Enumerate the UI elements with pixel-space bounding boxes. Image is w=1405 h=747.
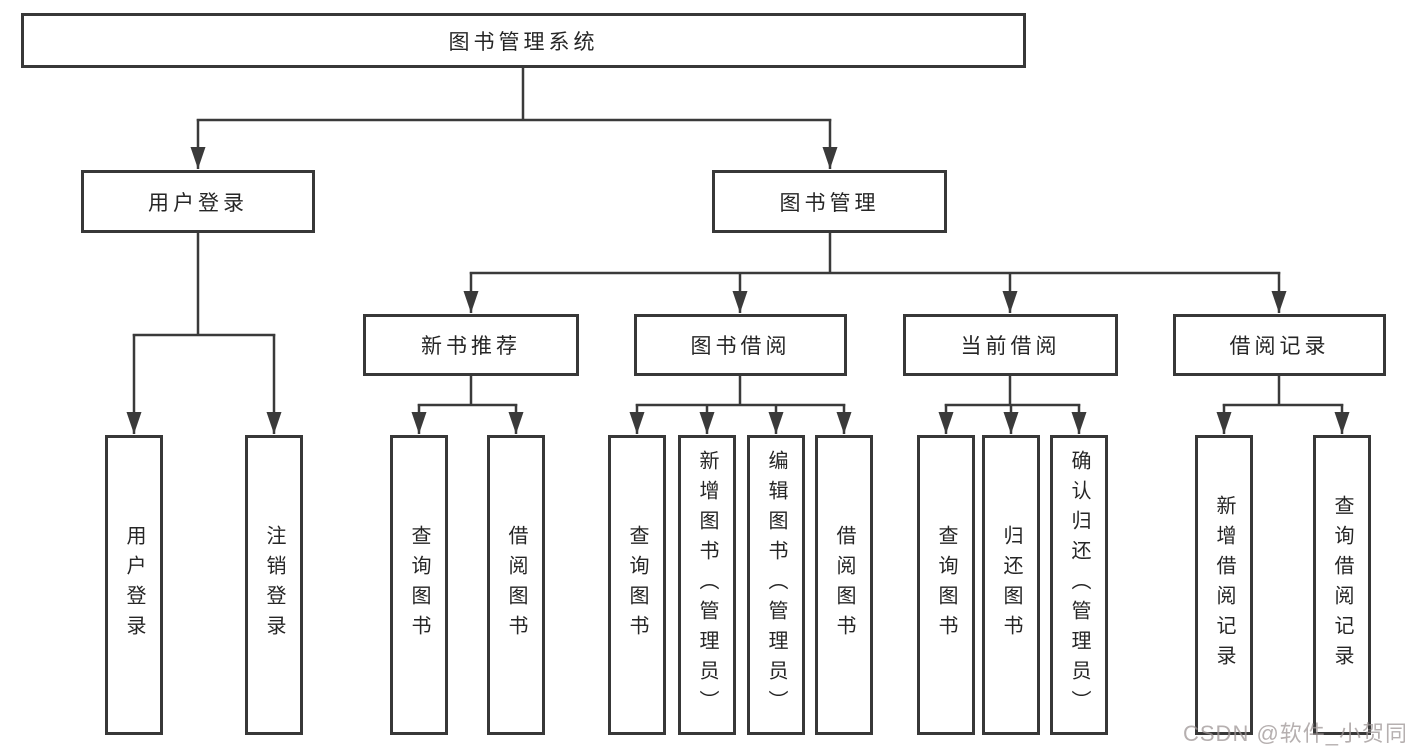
- node-label: 图书借阅: [690, 335, 791, 358]
- leaf-query-books-recommend: 查询图书: [390, 435, 448, 735]
- leaf-label: 借阅图书: [833, 525, 855, 645]
- node-book-management: 图书管理: [712, 170, 947, 233]
- node-user-login: 用户登录: [81, 170, 315, 233]
- leaf-label: 确认归还（管理员）: [1068, 450, 1090, 720]
- leaf-add-borrow-record: 新增借阅记录: [1195, 435, 1253, 735]
- leaf-label: 归还图书: [1000, 525, 1022, 645]
- leaf-query-borrow-record: 查询借阅记录: [1313, 435, 1371, 735]
- leaf-edit-books-admin: 编辑图书（管理员）: [747, 435, 805, 735]
- leaf-label: 查询借阅记录: [1331, 495, 1353, 675]
- leaf-query-books-current: 查询图书: [917, 435, 975, 735]
- leaf-confirm-return-admin: 确认归还（管理员）: [1050, 435, 1108, 735]
- leaf-return-books: 归还图书: [982, 435, 1040, 735]
- node-label: 图书管理系统: [448, 30, 599, 54]
- leaf-borrow-books-recommend: 借阅图书: [487, 435, 545, 735]
- node-label: 当前借阅: [960, 335, 1061, 358]
- node-borrow-record: 借阅记录: [1173, 314, 1386, 376]
- node-book-borrow: 图书借阅: [634, 314, 847, 376]
- node-current-borrow: 当前借阅: [903, 314, 1118, 376]
- leaf-label: 注销登录: [263, 525, 285, 645]
- leaf-user-login: 用户登录: [105, 435, 163, 735]
- node-label: 新书推荐: [421, 335, 521, 358]
- leaf-label: 编辑图书（管理员）: [765, 450, 787, 720]
- leaf-logout-login: 注销登录: [245, 435, 303, 735]
- node-label: 借阅记录: [1229, 335, 1330, 358]
- node-library-management-system: 图书管理系统: [21, 13, 1026, 68]
- node-label: 用户登录: [148, 191, 248, 215]
- leaf-label: 查询图书: [626, 525, 648, 645]
- leaf-label: 新增借阅记录: [1213, 495, 1235, 675]
- csdn-watermark: CSDN @软件_小贺同学: [1183, 721, 1405, 746]
- leaf-query-books-borrow: 查询图书: [608, 435, 666, 735]
- node-new-book-recommend: 新书推荐: [363, 314, 579, 376]
- leaf-borrow-books: 借阅图书: [815, 435, 873, 735]
- leaf-label: 查询图书: [408, 525, 430, 645]
- leaf-label: 借阅图书: [505, 525, 527, 645]
- leaf-add-books-admin: 新增图书（管理员）: [678, 435, 736, 735]
- leaf-label: 查询图书: [935, 525, 957, 645]
- node-label: 图书管理: [779, 191, 880, 215]
- leaf-label: 新增图书（管理员）: [696, 450, 718, 720]
- leaf-label: 用户登录: [123, 525, 145, 645]
